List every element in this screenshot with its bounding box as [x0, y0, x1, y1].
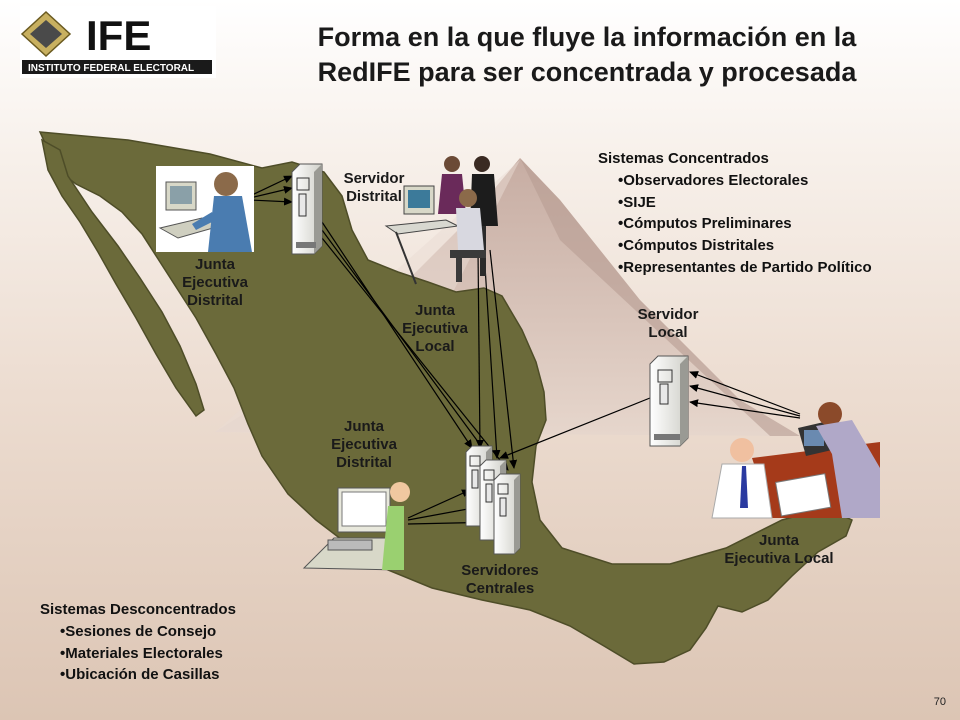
label-servidor-local: Servidor Local — [637, 306, 699, 341]
title-line-2: RedIFE para ser concentrada y procesada — [317, 57, 857, 88]
ife-logo: IFE INSTITUTO FEDERAL ELECTORAL — [20, 6, 216, 78]
label-junta-local-center: Junta Ejecutiva Local — [402, 302, 468, 355]
logo-initials: IFE — [86, 12, 151, 59]
concentrated-item: Cómputos Preliminares — [618, 213, 872, 235]
logo-tagline: INSTITUTO FEDERAL ELECTORAL — [28, 63, 194, 74]
label-junta-local-right: Junta Ejecutiva Local — [724, 532, 834, 567]
concentrated-systems-heading: Sistemas Concentrados — [598, 150, 769, 167]
label-servidor-distrital: Servidor Distrital — [343, 170, 405, 205]
page-number: 70 — [933, 696, 946, 708]
server-local-icon — [649, 355, 689, 447]
concentrated-item: Observadores Electorales — [618, 170, 872, 192]
local-office-meeting-icon — [711, 402, 880, 519]
concentrated-item: Representantes de Partido Político — [618, 257, 871, 279]
deconcentrated-item: Materiales Electorales — [60, 643, 236, 665]
deconcentrated-item: Sesiones de Consejo — [60, 621, 236, 643]
server-distrital-icon — [291, 163, 323, 255]
central-servers-icon — [465, 445, 521, 555]
district-office-worker-icon — [156, 166, 254, 252]
deconcentrated-systems-list: Sistemas Desconcentrados Sesiones de Con… — [40, 599, 236, 686]
deconcentrated-item: Ubicación de Casillas — [60, 664, 236, 686]
local-office-group-icon — [384, 156, 498, 285]
label-junta-distrital-top: Junta Ejecutiva Distrital — [182, 256, 248, 309]
ife-logo-emblem-icon: IFE INSTITUTO FEDERAL ELECTORAL — [20, 6, 216, 78]
concentrated-systems-list: Sistemas Concentrados Observadores Elect… — [598, 148, 872, 279]
concentrated-item: SIJE — [618, 192, 872, 214]
title-line-1: Forma en la que fluye la información en … — [317, 22, 857, 52]
baja-peninsula — [40, 138, 205, 418]
label-junta-distrital-bottom: Junta Ejecutiva Distrital — [331, 418, 397, 471]
label-servidores-centrales: Servidores Centrales — [461, 562, 539, 597]
deconcentrated-systems-heading: Sistemas Desconcentrados — [40, 601, 236, 618]
concentrated-item: Cómputos Distritales — [618, 235, 872, 257]
district-office-worker-bottom-icon — [302, 482, 410, 571]
slide-title: Forma en la que fluye la información en … — [232, 20, 942, 90]
